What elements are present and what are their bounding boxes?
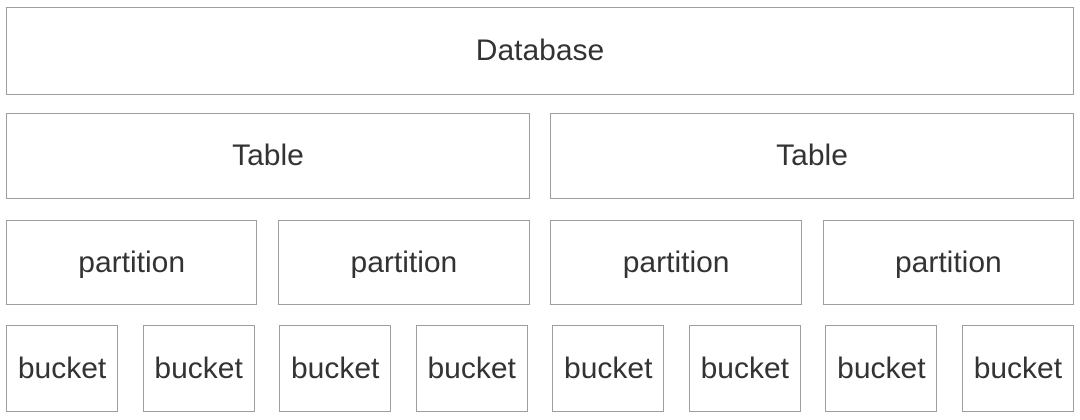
partition-box: partition (822, 220, 1074, 305)
buckets-row: bucket bucket bucket bucket bucket bucke… (6, 325, 1074, 412)
partitions-row: partition partition partition partition (6, 220, 1074, 305)
partition-box: partition (550, 220, 802, 305)
partition-box: partition (278, 220, 530, 305)
tables-row: Table Table (6, 113, 1074, 199)
bucket-box: bucket (825, 325, 938, 412)
bucket-box: bucket (6, 325, 119, 412)
table-box: Table (6, 113, 530, 199)
database-box: Database (6, 7, 1074, 95)
bucket-box: bucket (552, 325, 665, 412)
bucket-box: bucket (415, 325, 528, 412)
bucket-box: bucket (688, 325, 801, 412)
table-box: Table (550, 113, 1074, 199)
bucket-box: bucket (142, 325, 255, 412)
bucket-box: bucket (279, 325, 392, 412)
database-row: Database (6, 7, 1074, 95)
bucket-box: bucket (961, 325, 1074, 412)
partition-box: partition (6, 220, 258, 305)
